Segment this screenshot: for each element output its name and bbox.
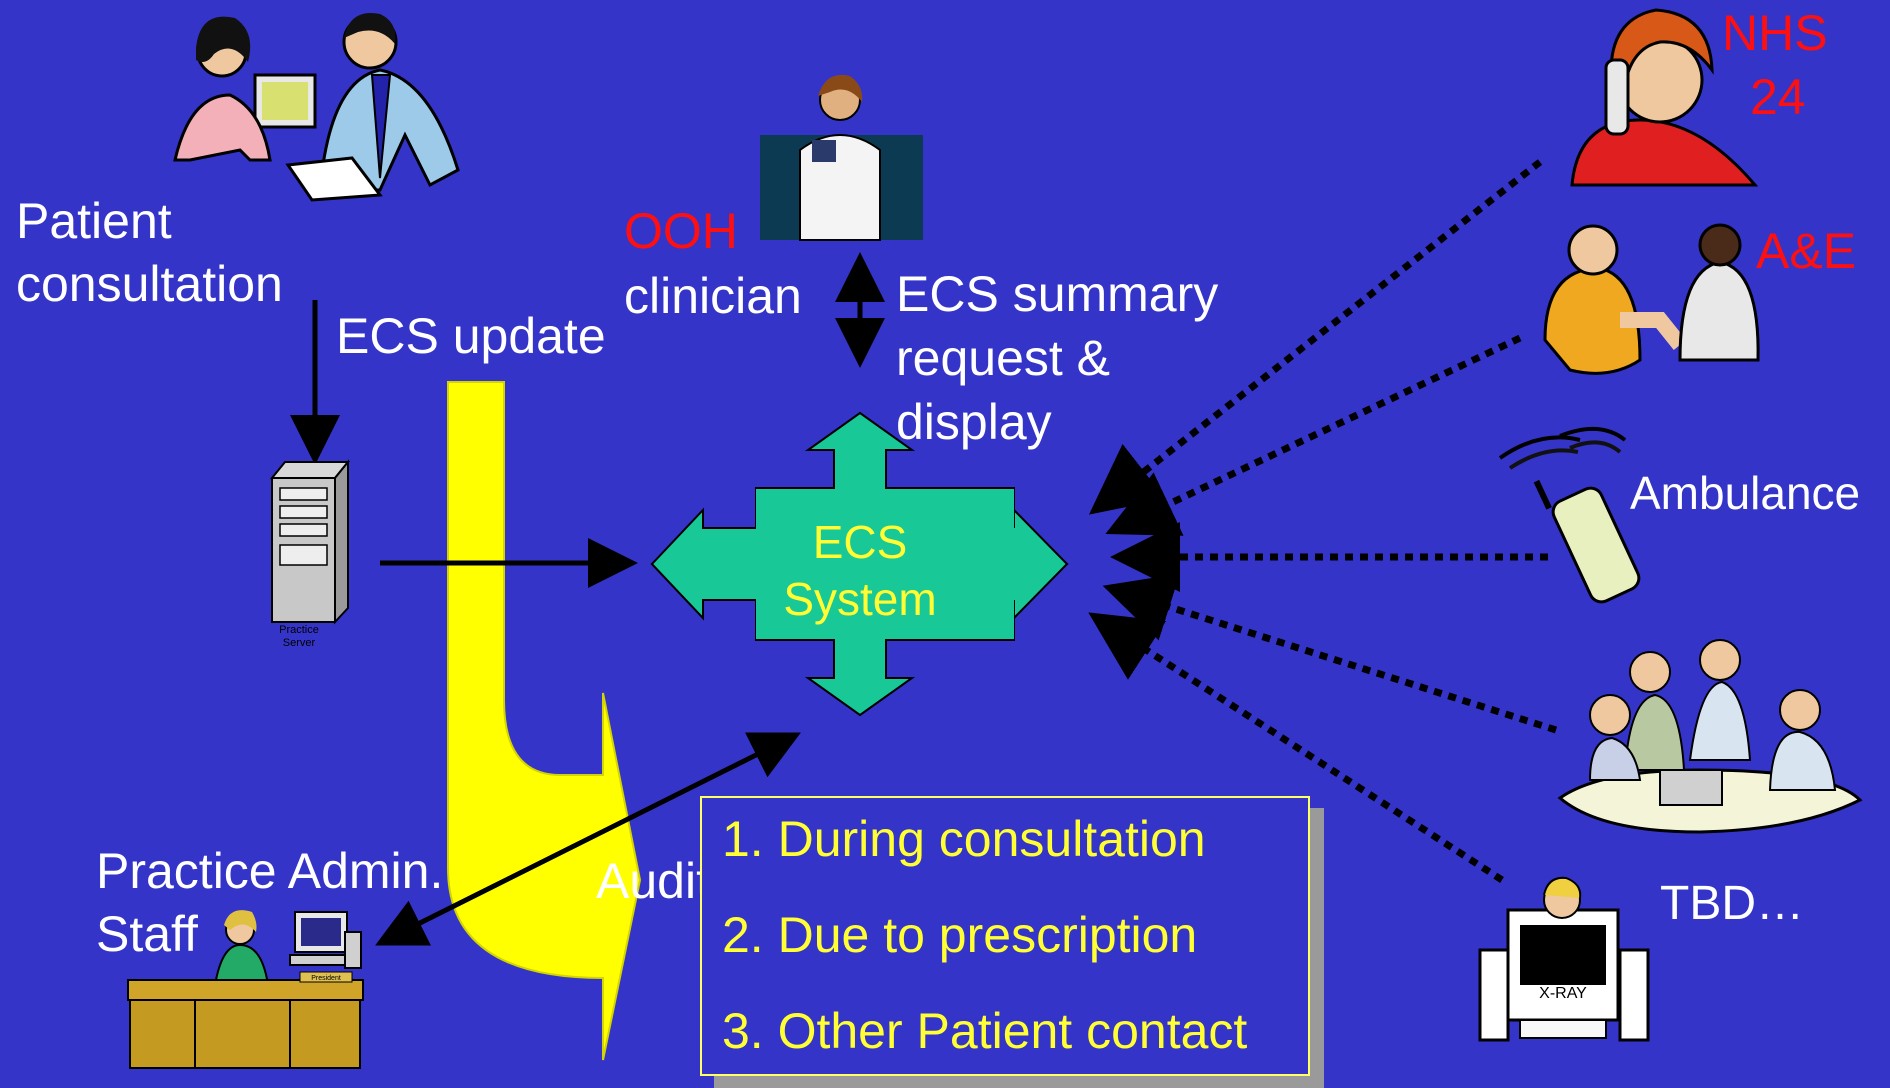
audit-item-3: 3. Other Patient contact (722, 1003, 1248, 1059)
ecs-label-line2: System (783, 573, 936, 625)
tbd-label: TBD… (1660, 877, 1804, 930)
phone-operator-icon (1570, 8, 1759, 187)
audit-item-1: 1. During consultation (722, 811, 1206, 867)
blood-pressure-icon (1543, 223, 1760, 375)
xray-arrow (1088, 612, 1504, 883)
ecs-right-arrowhead (1013, 507, 1069, 621)
ecs-label-line1: ECS (813, 516, 908, 568)
xray-label: X-RAY (1539, 985, 1587, 1002)
external-dotted-arrows (1088, 159, 1558, 883)
nhs24-label-line1: NHS (1722, 5, 1828, 61)
xray-icon: X-RAY (1478, 876, 1650, 1042)
president-plate: President (311, 975, 341, 982)
server-label-line1: Practice (279, 624, 319, 636)
admin-ecs-arrow (375, 732, 801, 946)
patient-consultation-label-line1: Patient (16, 193, 172, 249)
ecs-summary-label-line2: request & (896, 330, 1111, 386)
ae-arrow (1105, 334, 1522, 536)
meeting-icon (1557, 639, 1863, 834)
nhs24-arrow (1088, 159, 1543, 515)
ecs-update-label: ECS update (336, 308, 606, 364)
ambulance-label: Ambulance (1630, 467, 1861, 519)
patient-consultation-label-line2: consultation (16, 256, 283, 312)
nhs24-label-line2: 24 (1750, 69, 1806, 125)
practice-admin-label-line2: Staff (96, 906, 198, 962)
audit-reasons-box: 1. During consultation 2. Due to prescri… (700, 796, 1310, 1076)
ecs-center (756, 489, 1014, 639)
server-icon: Practice Server (269, 459, 351, 649)
audit-flow-arrow (447, 381, 642, 1061)
mobile-phone-icon (1498, 426, 1641, 604)
consultation-icon (173, 13, 460, 202)
clinician-label: clinician (624, 268, 802, 324)
practice-admin-label-line1: Practice Admin. (96, 843, 444, 899)
ooh-label: OOH (624, 203, 738, 259)
ae-label: A&E (1756, 223, 1857, 279)
doctor-icon (760, 74, 923, 241)
ecs-summary-label-line1: ECS summary (896, 266, 1219, 322)
meeting-arrow (1102, 573, 1558, 734)
ecs-summary-label-line3: display (896, 394, 1052, 450)
ecs-left-arrowhead (650, 507, 756, 621)
audit-item-2: 2. Due to prescription (722, 907, 1198, 963)
server-label-line2: Server (283, 637, 316, 649)
admin-desk-icon: President (127, 910, 364, 1069)
